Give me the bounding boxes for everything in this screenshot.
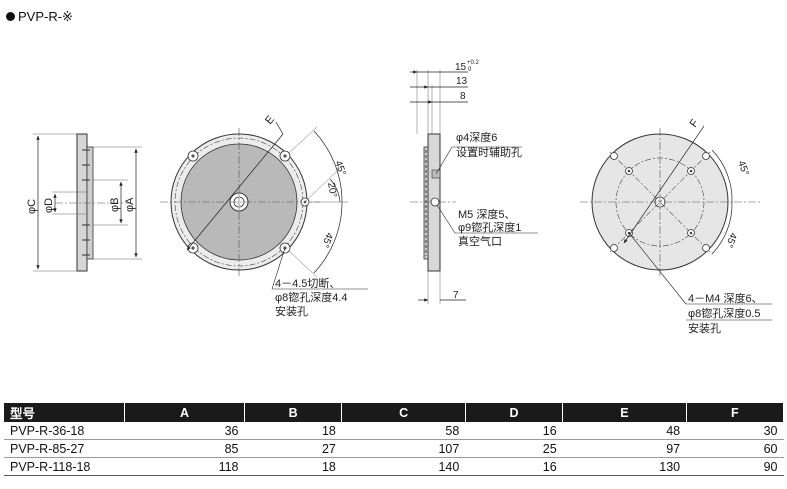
back-view: F 45° 45° 4－M4 深度6、 φ8锪孔深度0.5 安装孔 — [580, 117, 772, 335]
cell-A: 36 — [124, 422, 245, 440]
label-angle-45-right-upper: 45° — [735, 159, 751, 177]
label-phiC: φC — [26, 199, 38, 214]
table-header-row: 型号 A B C D E F — [4, 403, 785, 422]
cell-E: 97 — [562, 439, 687, 458]
label-E: E — [263, 114, 277, 127]
technical-drawing: φC φD φB φA E — [26, 60, 772, 335]
note1-line2: φ8锪孔深度4.4 — [275, 290, 348, 304]
spec-table: 型号 A B C D E F PVP-R-36-18 36 18 58 16 4… — [4, 403, 785, 476]
cell-F: 30 — [686, 422, 784, 440]
header-model: 型号 — [4, 403, 125, 422]
label-phiA: φA — [124, 197, 136, 212]
label-angle-45-right-lower: 45° — [723, 231, 739, 249]
header-D: D — [465, 403, 564, 422]
title-text: PVP-R-※ — [18, 9, 73, 24]
note3-line2: φ9锪孔深度1 — [458, 220, 521, 234]
note3-line1: M5 深度5、 — [458, 207, 515, 221]
note2-line2: 设置时辅助孔 — [456, 145, 522, 159]
label-dim-7: 7 — [453, 290, 459, 301]
table-row: PVP-R-118-18 118 18 140 16 130 90 — [4, 457, 784, 476]
cell-E: 130 — [562, 457, 687, 476]
cell-F: 90 — [686, 457, 784, 476]
header-B: B — [244, 403, 343, 422]
cell-model: PVP-R-118-18 — [4, 457, 125, 476]
cell-D: 16 — [465, 422, 563, 440]
header-E: E — [562, 403, 687, 422]
label-phiD: φD — [43, 198, 55, 213]
label-phiB: φB — [109, 198, 121, 212]
note4-line1: 4－M4 深度6、 — [688, 291, 763, 305]
label-dim-15: 15 — [455, 62, 467, 73]
cell-C: 140 — [341, 457, 466, 476]
cell-model: PVP-R-85-27 — [4, 439, 125, 458]
note1-line3: 安装孔 — [275, 304, 308, 318]
cell-B: 18 — [244, 422, 342, 440]
note4-line2: φ8锪孔深度0.5 — [688, 306, 761, 320]
header-F: F — [686, 403, 785, 422]
label-dim-15-tol0: 0 — [468, 67, 472, 73]
table-row: PVP-R-85-27 85 27 107 25 97 60 — [4, 439, 784, 458]
section-view: 15 +0.2 0 13 8 7 φ4深度6 设置时辅助孔 M5 深度5、 φ9… — [410, 60, 538, 304]
cell-A: 118 — [124, 457, 245, 476]
cell-F: 60 — [686, 439, 784, 458]
note2-line1: φ4深度6 — [456, 130, 497, 144]
label-F: F — [688, 117, 702, 130]
cell-D: 16 — [465, 457, 563, 476]
cell-D: 25 — [465, 439, 563, 458]
bullet-dot-icon — [6, 12, 15, 21]
label-angle-20: 20° — [325, 182, 338, 199]
cell-model: PVP-R-36-18 — [4, 422, 125, 440]
cell-C: 107 — [341, 439, 466, 458]
label-angle-45-upper: 45° — [332, 159, 348, 177]
cell-A: 85 — [124, 439, 245, 458]
note1-line1: 4－4.5切断、 — [275, 276, 340, 290]
note3-line3: 真空气口 — [458, 234, 502, 248]
label-dim-13: 13 — [456, 76, 468, 87]
label-dim-15-tol: +0.2 — [467, 60, 480, 66]
table-row: PVP-R-36-18 36 18 58 16 48 30 — [4, 422, 784, 440]
cell-B: 27 — [244, 439, 342, 458]
label-angle-45-lower: 45° — [319, 231, 335, 249]
cell-E: 48 — [562, 422, 687, 440]
header-A: A — [124, 403, 245, 422]
cell-C: 58 — [341, 422, 466, 440]
note4-line3: 安装孔 — [688, 321, 721, 335]
profile-view: φC φD φB φA — [26, 133, 142, 272]
cell-B: 18 — [244, 457, 342, 476]
label-dim-8: 8 — [460, 91, 466, 102]
front-view-top: E 45° 20° 45° 4－4.5切断、 φ8锪孔深度4.4 安装孔 — [160, 114, 368, 318]
header-C: C — [341, 403, 466, 422]
drawing-title: PVP-R-※ — [6, 9, 73, 25]
